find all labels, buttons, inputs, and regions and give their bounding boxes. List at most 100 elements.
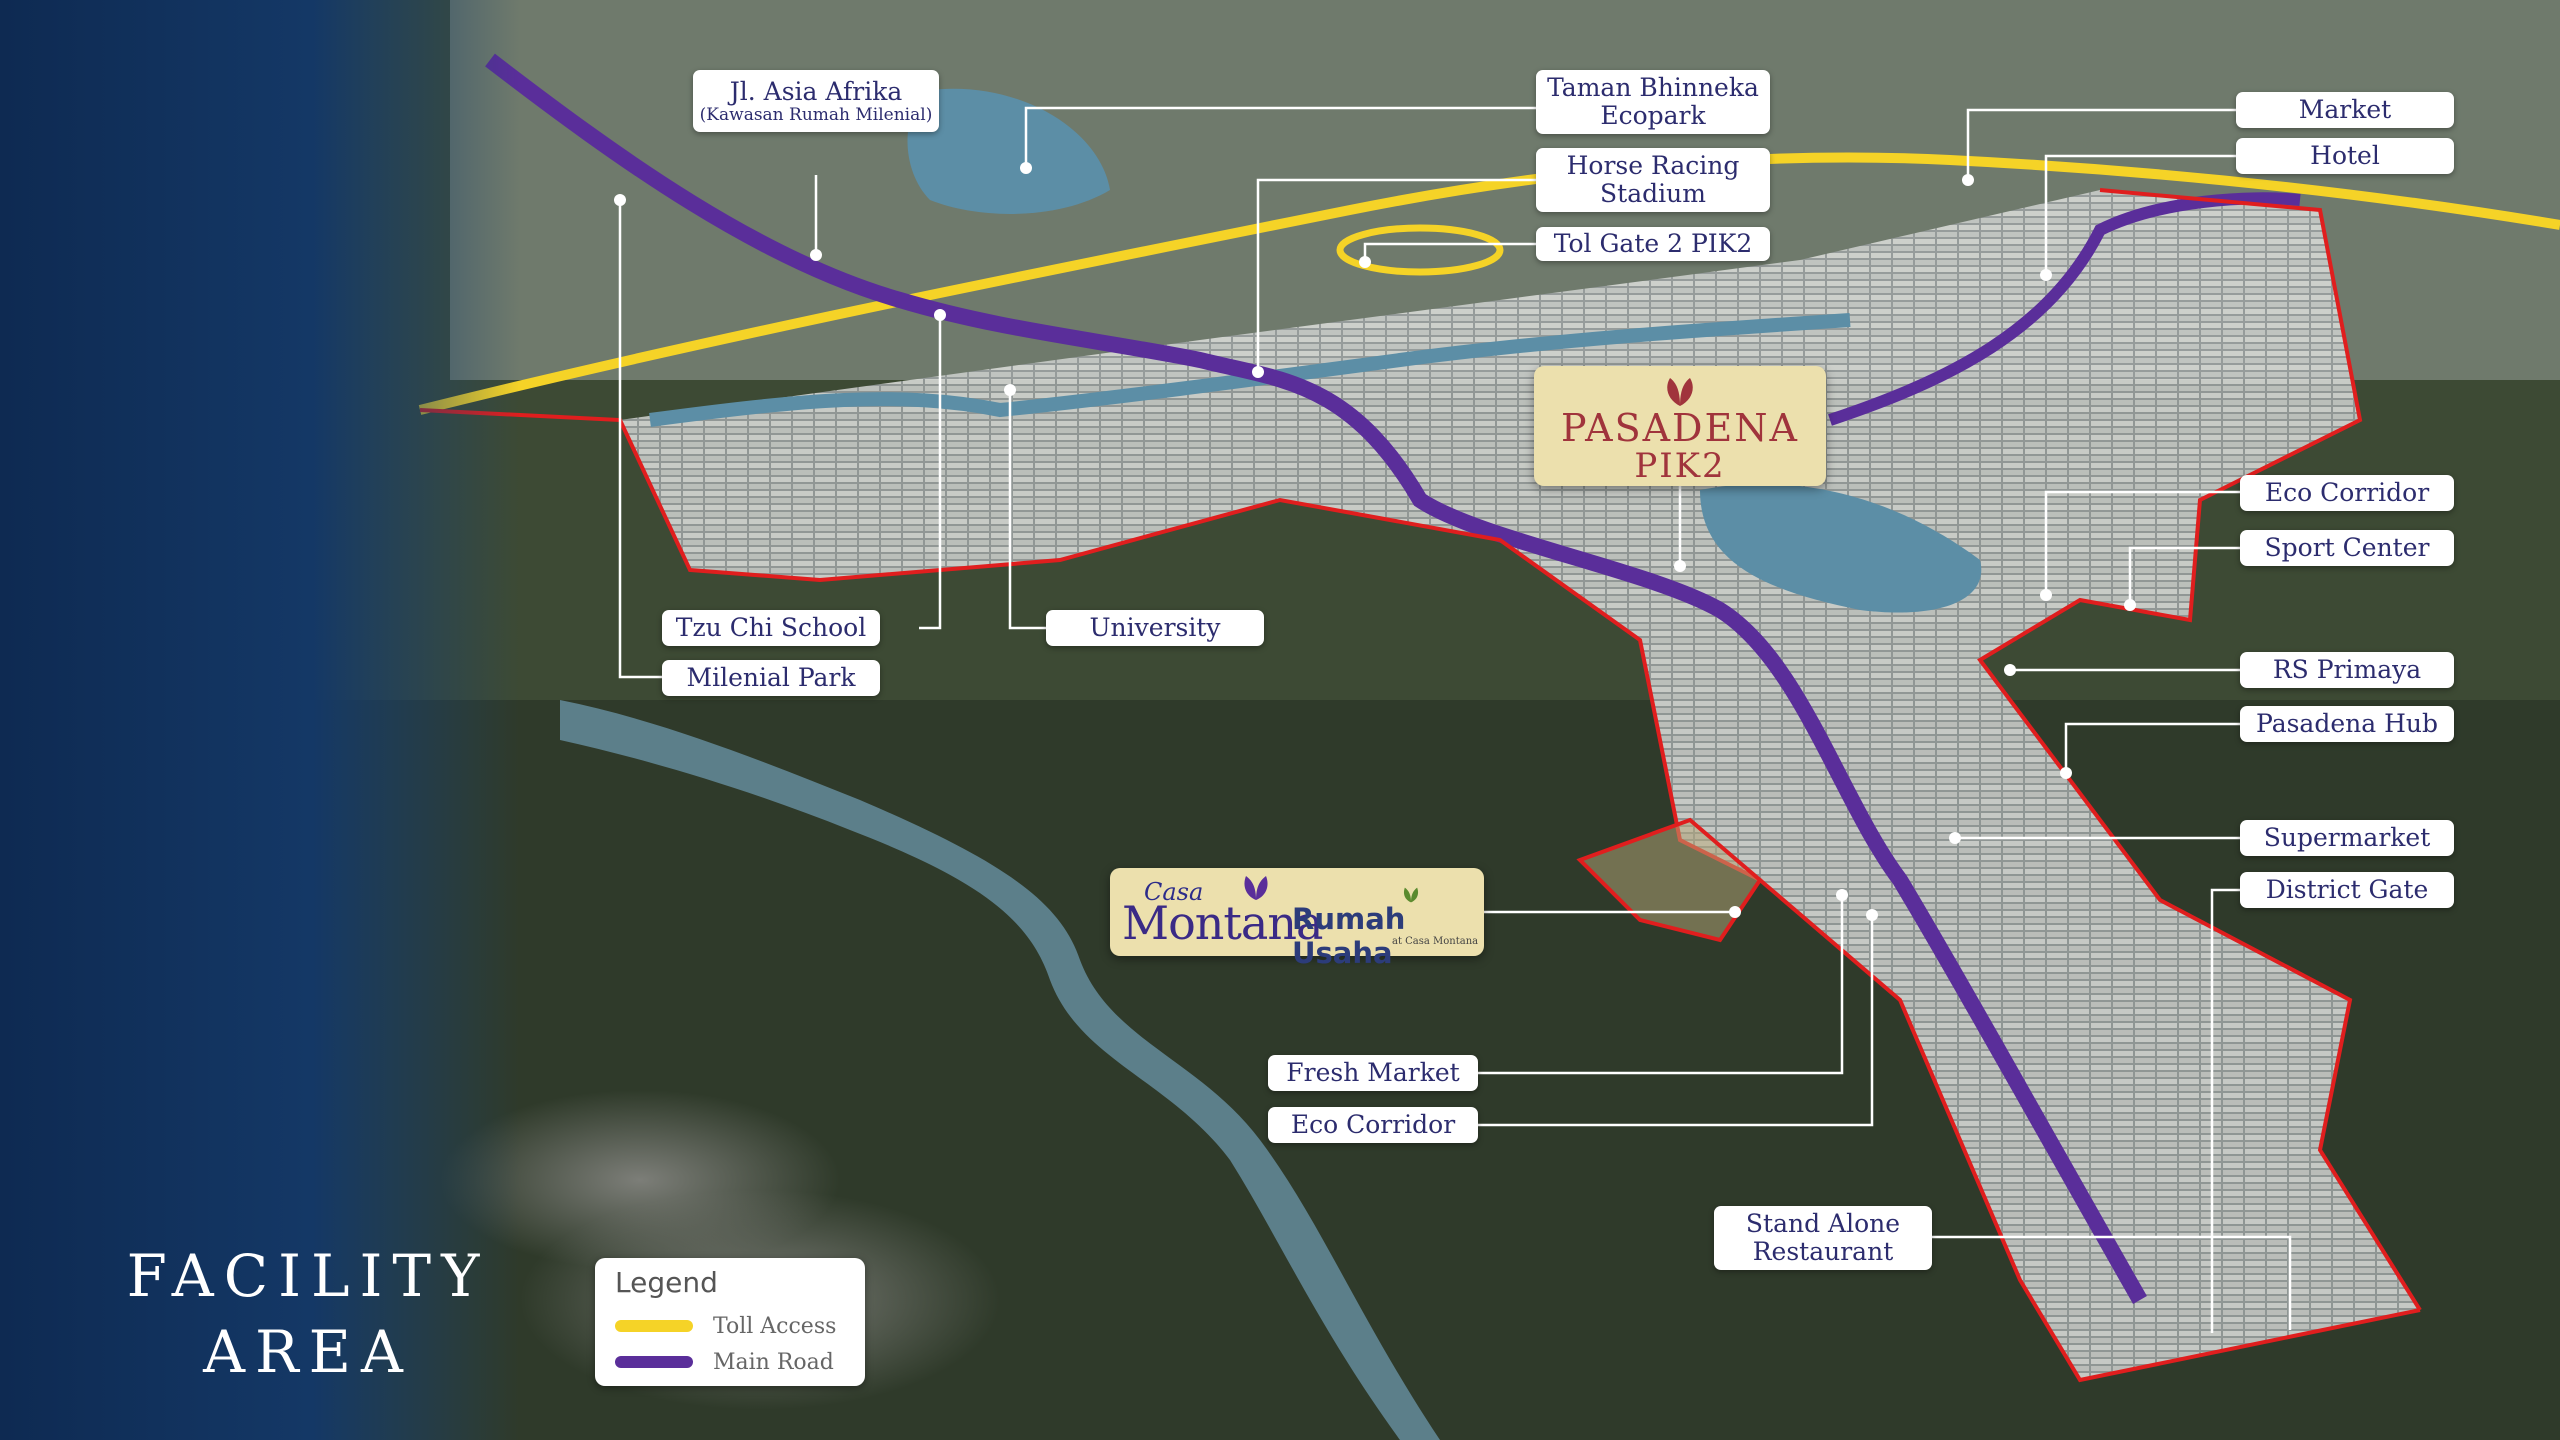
river <box>560 700 1440 1440</box>
label-horse-racing[interactable]: Horse Racing Stadium <box>1536 148 1770 212</box>
dot-supermarket <box>1949 832 1961 844</box>
label-sport-center-text: Sport Center <box>2264 533 2430 562</box>
label-pasadena-hub[interactable]: Pasadena Hub <box>2240 706 2454 742</box>
facility-area-title: FACILITY AREA <box>108 1238 508 1390</box>
line-eco-top <box>2044 490 2240 595</box>
label-eco-corridor-bottom[interactable]: Eco Corridor <box>1268 1107 1478 1143</box>
dot-hub <box>2060 767 2072 779</box>
label-milenial-park[interactable]: Milenial Park <box>662 660 880 696</box>
legend-item-main-road: Main Road <box>615 1348 834 1376</box>
pasadena-subtitle: PIK2 <box>1634 446 1726 486</box>
dot-primaya <box>2004 664 2016 676</box>
lake-central <box>1700 483 1982 613</box>
line-tzuchi <box>919 315 942 630</box>
main-road <box>485 53 2147 1304</box>
label-eco-corridor-bottom-text: Eco Corridor <box>1290 1110 1456 1139</box>
label-rs-primaya[interactable]: RS Primaya <box>2240 652 2454 688</box>
toll-interchange <box>1336 224 1504 276</box>
label-taman-line1: Taman Bhinneka <box>1547 73 1759 102</box>
boundary-east <box>1977 188 2422 1312</box>
title-line1: FACILITY <box>126 1242 490 1310</box>
label-district-gate[interactable]: District Gate <box>2240 872 2454 908</box>
main-road-east <box>1828 192 2301 426</box>
label-market[interactable]: Market <box>2236 92 2454 128</box>
at-casa-montana-text: at Casa Montana <box>1392 936 1479 947</box>
boundary-north <box>419 408 2421 1383</box>
label-district-gate-text: District Gate <box>2265 875 2429 904</box>
dot-casa <box>1729 906 1741 918</box>
line-fresh-market <box>1478 895 1844 1075</box>
line-hotel <box>2044 154 2236 275</box>
label-hotel-text: Hotel <box>2310 141 2380 170</box>
dot-market <box>1962 174 1974 186</box>
label-asia-afrika-sub: (Kawasan Rumah Milenial) <box>699 104 933 125</box>
label-supermarket-text: Supermarket <box>2263 823 2431 852</box>
label-supermarket[interactable]: Supermarket <box>2240 820 2454 856</box>
label-sport-center[interactable]: Sport Center <box>2240 530 2454 566</box>
label-stand-alone-restaurant[interactable]: Stand Alone Restaurant <box>1714 1206 1932 1270</box>
montana-text: Montana <box>1122 896 1323 950</box>
title-line2: AREA <box>203 1318 413 1386</box>
rumah-usaha-text: Rumah Usaha <box>1292 902 1406 970</box>
label-tzu-chi-text: Tzu Chi School <box>675 613 867 642</box>
left-gradient-overlay <box>0 0 520 1440</box>
line-district-gate <box>2210 888 2240 1333</box>
legend-title: Legend <box>615 1266 718 1299</box>
dot-taman <box>1020 162 1032 174</box>
label-taman-line2: Ecopark <box>1600 101 1706 130</box>
label-hotel[interactable]: Hotel <box>2236 138 2454 174</box>
dot-eco-bottom <box>1866 909 1878 921</box>
label-stand-alone-line2: Restaurant <box>1752 1237 1894 1266</box>
legend-swatch-toll <box>615 1320 693 1332</box>
line-standalone <box>1932 1235 2292 1330</box>
leaf-icon <box>1403 887 1419 903</box>
line-milenial <box>618 200 662 679</box>
dot-eco-top <box>2040 589 2052 601</box>
label-market-text: Market <box>2298 95 2392 124</box>
label-horse-line1: Horse Racing <box>1566 151 1740 180</box>
dot-tzuchi <box>934 309 946 321</box>
canal <box>649 313 1851 427</box>
pasadena-pik2-logo[interactable]: PASADENA PIK2 <box>1534 366 1826 486</box>
leaf-icon <box>1244 876 1268 900</box>
line-horse <box>1256 178 1536 372</box>
casa-text: Casa <box>1144 878 1204 906</box>
dot-milenial <box>614 194 626 206</box>
dot-sport <box>2124 599 2136 611</box>
line-sport <box>2128 546 2240 605</box>
label-stand-alone-line1: Stand Alone <box>1745 1209 1901 1238</box>
label-fresh-market-text: Fresh Market <box>1286 1058 1460 1087</box>
line-eco-bottom <box>1478 915 1874 1127</box>
label-eco-corridor-top-text: Eco Corridor <box>2264 478 2430 507</box>
label-asia-afrika[interactable]: Jl. Asia Afrika (Kawasan Rumah Milenial) <box>693 70 939 132</box>
label-taman-bhinneka[interactable]: Taman Bhinneka Ecopark <box>1536 70 1770 134</box>
label-tzu-chi[interactable]: Tzu Chi School <box>662 610 880 646</box>
dot-horse <box>1252 366 1264 378</box>
line-market <box>1966 108 2236 180</box>
label-fresh-market[interactable]: Fresh Market <box>1268 1055 1478 1091</box>
label-university[interactable]: University <box>1046 610 1264 646</box>
dot-pasadena <box>1674 560 1686 572</box>
line-taman <box>1024 106 1536 168</box>
label-eco-corridor-top[interactable]: Eco Corridor <box>2240 475 2454 511</box>
dot-fresh-market <box>1836 889 1848 901</box>
lake-west <box>907 88 1110 214</box>
dot-tolgate <box>1359 256 1371 268</box>
dot-university <box>1004 384 1016 396</box>
legend-label-toll: Toll Access <box>713 1313 837 1339</box>
label-tol-gate[interactable]: Tol Gate 2 PIK2 <box>1536 227 1770 261</box>
label-asia-afrika-title: Jl. Asia Afrika <box>729 76 903 106</box>
legend: Legend Toll Access Main Road <box>595 1258 865 1386</box>
label-rs-primaya-text: RS Primaya <box>2272 655 2422 684</box>
development-area <box>620 190 2420 1380</box>
label-pasadena-hub-text: Pasadena Hub <box>2256 709 2438 738</box>
line-hub <box>2064 722 2240 773</box>
connector-dots <box>614 162 2136 921</box>
label-horse-line2: Stadium <box>1600 179 1706 208</box>
pasadena-title: PASADENA <box>1561 406 1799 450</box>
casa-montana-logo[interactable]: Casa Montana Rumah Usaha at Casa Montana <box>1110 868 1484 970</box>
leaf-icon <box>1667 378 1693 406</box>
label-tol-gate-text: Tol Gate 2 PIK2 <box>1553 229 1753 258</box>
dot-asia-afrika <box>810 249 822 261</box>
